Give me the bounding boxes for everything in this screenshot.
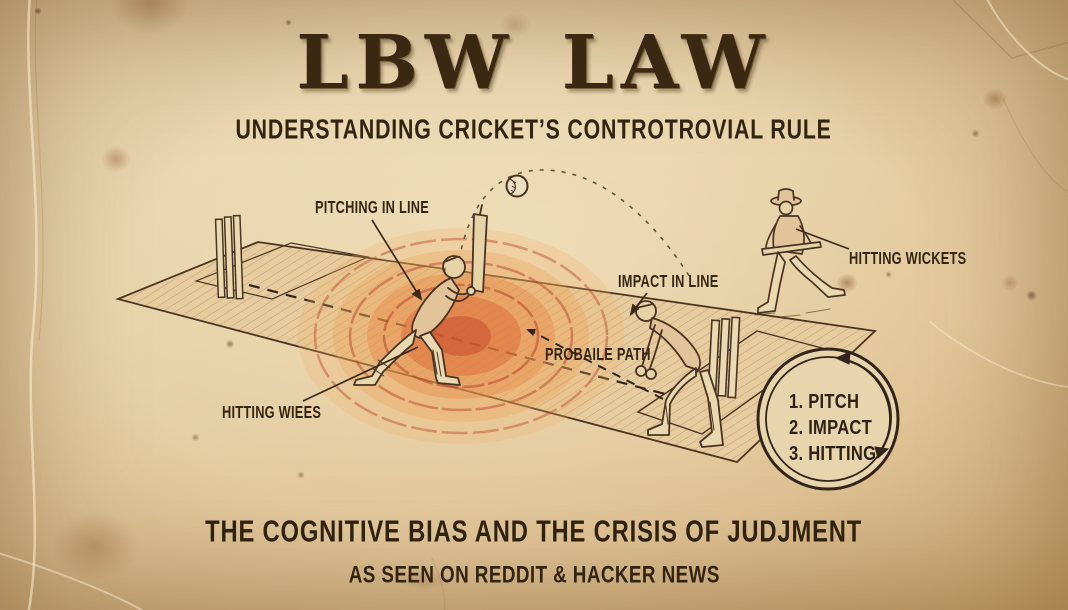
footer-headline-text: THE COGNITIVE BIAS AND THE CRISIS OF JUD… (205, 515, 863, 549)
sequence-badge (756, 347, 900, 491)
target-rings (298, 228, 624, 444)
batsman-figure (353, 204, 488, 386)
probable-path-arrow (526, 329, 664, 400)
sequence-badge-list: 1. PITCH 2. IMPACT 3. HITTING (789, 388, 892, 466)
sequence-item-impact: 2. IMPACT (789, 416, 873, 440)
umpire-figure (754, 188, 846, 318)
left-crease (194, 242, 371, 300)
label-impact-in-line: IMPACT IN LINE (618, 273, 719, 292)
stumps-right-icon (707, 316, 741, 399)
stumps-left-icon (214, 214, 244, 300)
label-hitting-wickets: HITTING WICKETS (849, 250, 967, 269)
sequence-circle-arrow-icon (834, 351, 892, 459)
wicketkeeper-figure (635, 300, 724, 448)
sequence-item-pitch: 1. PITCH (789, 390, 860, 414)
label-probable-path: PROBAILE PATH (545, 346, 651, 365)
footer-headline: THE COGNITIVE BIAS AND THE CRISIS OF JUD… (0, 515, 1068, 549)
sequence-item-hitting: 3. HITTING (789, 442, 877, 466)
page-title: LBW LAW (296, 20, 772, 106)
ball-trajectory-path (458, 169, 694, 283)
page-subtitle-text: UNDERSTANDING CRICKET’S CONTROTROVIAL RU… (235, 113, 833, 145)
footer-tagline-text: AS SEEN ON REDDIT & HACKER NEWS (348, 560, 720, 588)
cricket-ball-icon (505, 174, 529, 198)
page-subtitle: UNDERSTANDING CRICKET’S CONTROTROVIAL RU… (0, 113, 1068, 145)
label-hitting-wires: HITTING WIEES (222, 404, 322, 423)
pointer-lines (302, 219, 850, 402)
label-pitching-in-line: PITCHING IN LINE (315, 199, 430, 218)
footer-tagline: AS SEEN ON REDDIT & HACKER NEWS (0, 560, 1068, 588)
